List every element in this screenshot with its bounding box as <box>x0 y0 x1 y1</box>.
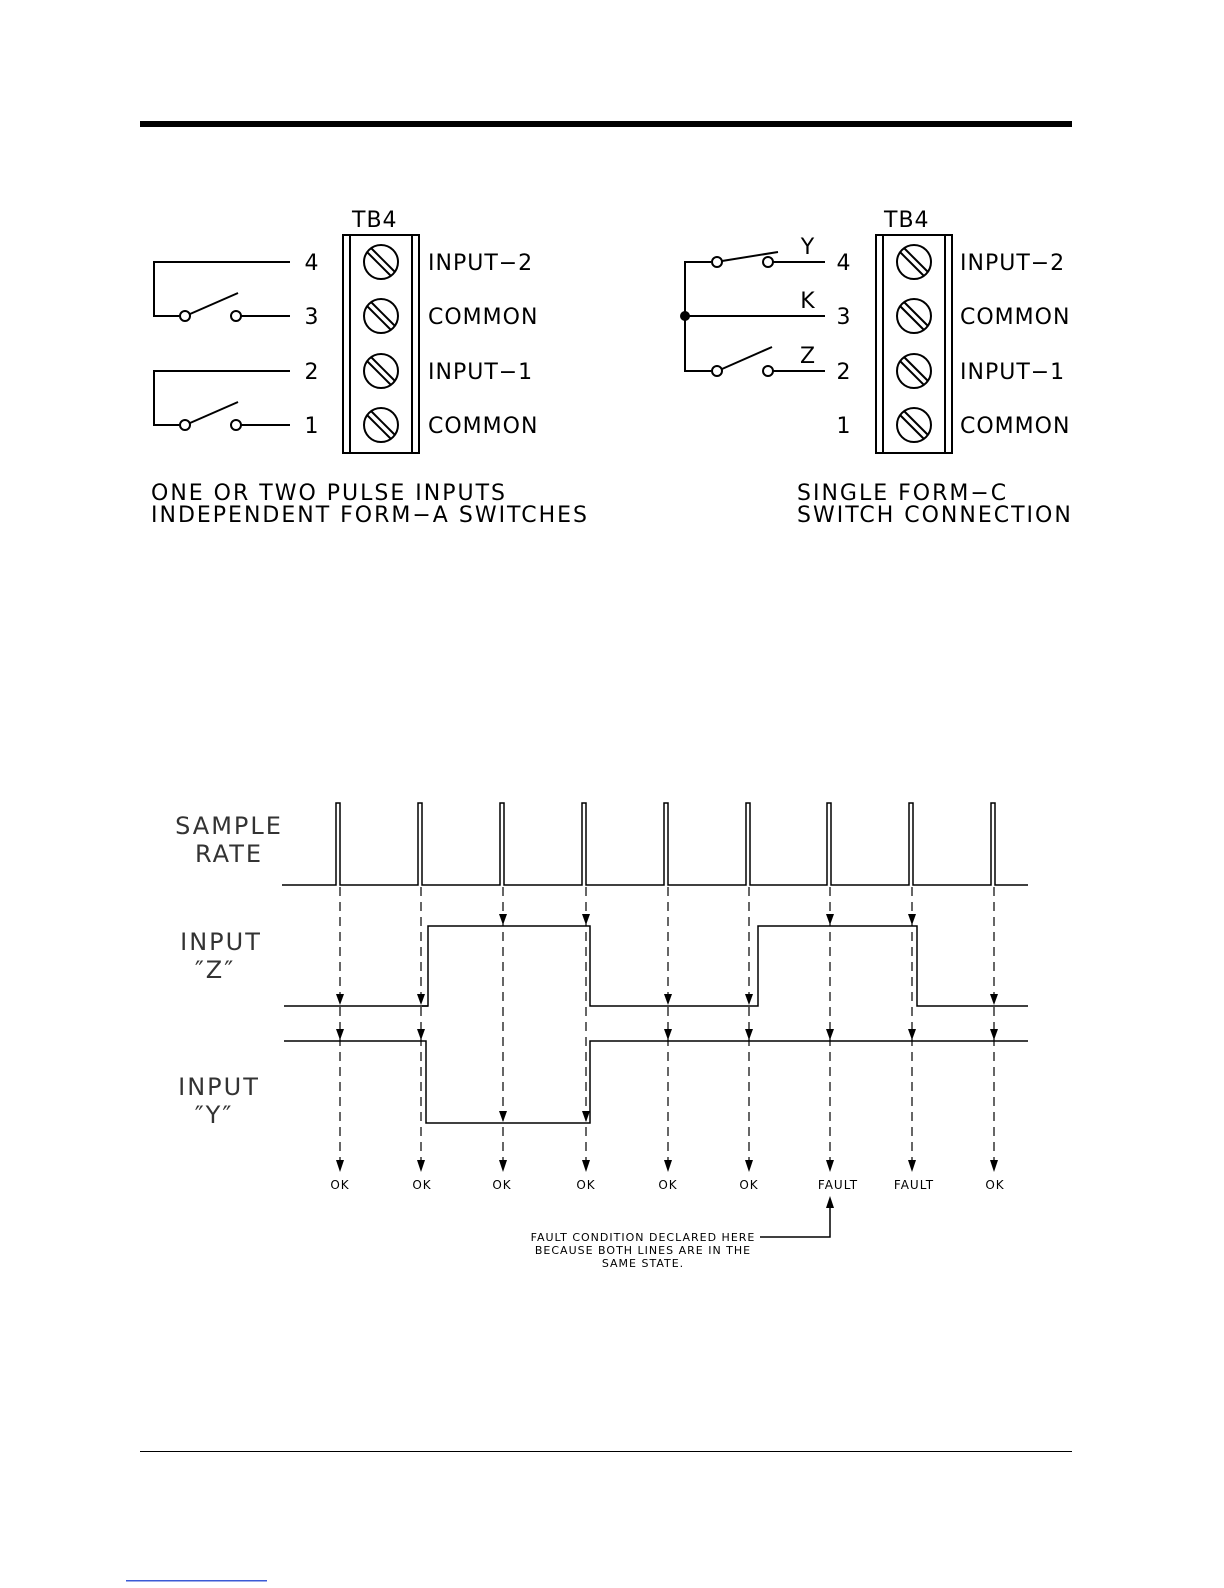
fault-callout: FAULT CONDITION DECLARED HERE BECAUSE BO… <box>531 1196 834 1270</box>
arrows-col-7 <box>826 914 834 1172</box>
input-y-label-line2: ″Y″ <box>195 1101 234 1129</box>
arrows-col-2 <box>417 994 425 1172</box>
wire-label-k: K <box>800 289 815 314</box>
right-caption-line1: SINGLE FORM−C <box>797 481 1008 506</box>
arrows-col-3 <box>499 914 507 1172</box>
left-wiring-diagram: TB4 <box>153 208 420 454</box>
fault-note-line3: SAME STATE. <box>602 1257 684 1270</box>
right-terminal-labels: INPUT−2 COMMON INPUT−1 COMMON <box>960 251 1070 439</box>
wire-label-y: Y <box>800 235 815 260</box>
left-terminal-4-number: 4 <box>305 251 320 276</box>
result-6: OK <box>739 1178 758 1192</box>
right-terminal-1-label: COMMON <box>960 414 1070 439</box>
arrows-col-1 <box>336 994 344 1172</box>
header-rule <box>140 121 1072 127</box>
result-4: OK <box>576 1178 595 1192</box>
fault-note-line2: BECAUSE BOTH LINES ARE IN THE <box>535 1244 751 1257</box>
fault-note-line1: FAULT CONDITION DECLARED HERE <box>531 1231 756 1244</box>
right-terminal-2-label: INPUT−1 <box>960 360 1065 385</box>
result-3: OK <box>492 1178 511 1192</box>
fault-callout-leader <box>760 1208 831 1238</box>
sample-markers <box>339 887 995 1164</box>
arrows-col-9 <box>990 994 998 1172</box>
input-z-label-line1: INPUT <box>180 928 262 956</box>
right-terminal-numbers: 4 3 2 1 <box>837 251 852 439</box>
left-terminal-2-number: 2 <box>305 360 320 385</box>
footer-rule <box>140 1451 1072 1452</box>
left-switch-upper <box>153 261 290 322</box>
footer-link-underline <box>126 1580 267 1582</box>
left-terminal-4-label: INPUT−2 <box>428 251 533 276</box>
right-terminal-4-number: 4 <box>837 251 852 276</box>
sample-rate-waveform <box>282 802 1028 886</box>
result-2: OK <box>412 1178 431 1192</box>
sample-rate-label-line2: RATE <box>195 840 263 868</box>
right-caption-line2: SWITCH CONNECTION <box>797 503 1073 528</box>
left-terminal-3-label: COMMON <box>428 305 538 330</box>
left-terminal-labels: INPUT−2 COMMON INPUT−1 COMMON <box>428 251 538 439</box>
right-tb-label: TB4 <box>883 208 930 233</box>
left-terminal-numbers: 4 3 2 1 <box>305 251 320 439</box>
result-1: OK <box>330 1178 349 1192</box>
arrows-col-5 <box>664 994 672 1172</box>
right-terminal-2-number: 2 <box>837 360 852 385</box>
result-5: OK <box>658 1178 677 1192</box>
wire-label-z: Z <box>800 344 816 369</box>
result-9: OK <box>985 1178 1004 1192</box>
right-form-c-switch <box>680 251 825 377</box>
sample-results: OK OK OK OK OK OK FAULT FAULT OK <box>330 1178 1004 1192</box>
arrows-col-6 <box>745 994 753 1172</box>
left-switch-lower <box>153 370 290 431</box>
result-7: FAULT <box>818 1178 858 1192</box>
input-z-waveform <box>284 925 1028 1007</box>
timing-waveforms <box>282 802 1028 1124</box>
right-terminal-3-label: COMMON <box>960 305 1070 330</box>
right-wire-labels: Y K Z <box>800 235 816 369</box>
left-tb-label: TB4 <box>351 208 398 233</box>
sample-rate-label-line1: SAMPLE <box>175 812 283 840</box>
input-y-waveform <box>284 1040 1028 1124</box>
right-terminal-block <box>875 234 953 454</box>
left-terminal-1-number: 1 <box>305 414 320 439</box>
right-terminal-1-number: 1 <box>837 414 852 439</box>
right-screw-terminals <box>896 244 932 443</box>
input-y-label-line1: INPUT <box>178 1073 260 1101</box>
input-z-label-line2: ″Z″ <box>195 956 235 984</box>
arrows-col-8 <box>908 914 916 1172</box>
left-screw-terminals <box>363 244 399 443</box>
left-caption-line2: INDEPENDENT FORM−A SWITCHES <box>151 503 589 528</box>
right-terminal-3-number: 3 <box>837 305 852 330</box>
result-8: FAULT <box>894 1178 934 1192</box>
left-terminal-block <box>342 234 420 454</box>
timing-row-labels: SAMPLE RATE INPUT ″Z″ INPUT ″Y″ <box>175 812 283 1129</box>
right-terminal-4-label: INPUT−2 <box>960 251 1065 276</box>
left-terminal-3-number: 3 <box>305 305 320 330</box>
right-wiring-diagram: TB4 <box>680 208 953 454</box>
sample-arrowheads <box>336 914 998 1172</box>
arrows-col-4 <box>582 914 590 1172</box>
fault-callout-arrowhead <box>826 1196 834 1208</box>
left-terminal-2-label: INPUT−1 <box>428 360 533 385</box>
left-caption-line1: ONE OR TWO PULSE INPUTS <box>151 481 507 506</box>
left-terminal-1-label: COMMON <box>428 414 538 439</box>
